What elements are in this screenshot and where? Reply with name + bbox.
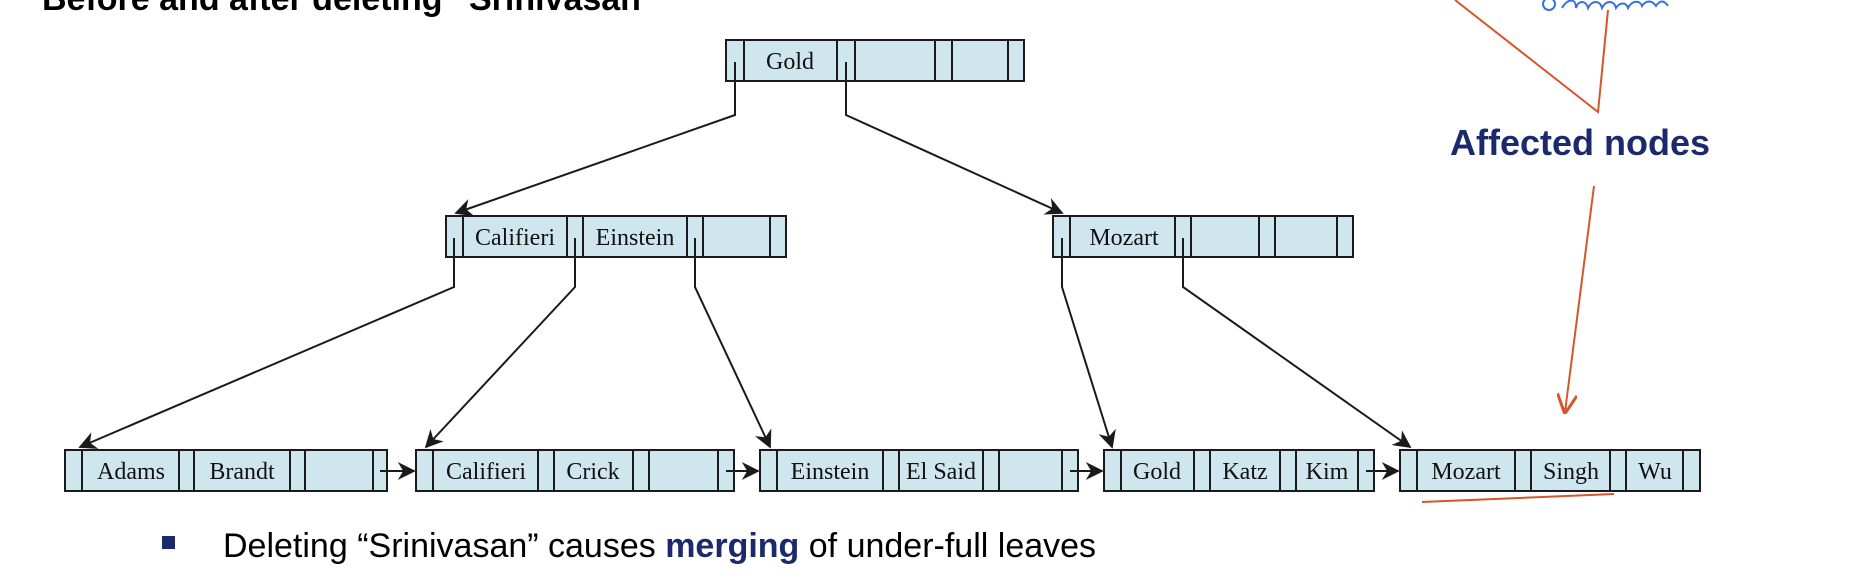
annotation-pointer-lines <box>1454 0 1609 114</box>
root-key-1: Gold <box>766 49 814 75</box>
edge-internal-2-to-leaf-5 <box>1182 238 1412 449</box>
leaf-1-key-1: Adams <box>97 459 165 485</box>
leaf-5-key-2: Singh <box>1543 459 1599 485</box>
leaf-2-key-2: Crick <box>566 459 619 485</box>
bullet-text-emphasis: merging <box>665 527 800 565</box>
leaf-3-key-2: El Said <box>906 459 976 485</box>
internal-2-key-1: Mozart <box>1089 225 1159 251</box>
edge-root-to-internal-2 <box>845 62 1064 215</box>
edge-internal-1-to-leaf-1 <box>78 238 455 449</box>
affected-nodes-label: Affected nodes <box>1450 122 1711 163</box>
annotation-arrow-to-leaf <box>1565 185 1595 412</box>
leaf-1-key-2: Brandt <box>209 459 275 485</box>
edge-root-to-internal-1 <box>454 62 736 217</box>
handwritten-note-scribble <box>1542 0 1669 11</box>
edge-internal-2-to-leaf-4 <box>1061 238 1116 449</box>
internal-1-key-1: Califieri <box>475 225 555 251</box>
leaf-node-4: Gold Katz Kim <box>1103 449 1375 492</box>
leaf-4-key-2: Katz <box>1222 459 1267 485</box>
leaf-node-2: Califieri Crick <box>415 449 735 492</box>
bullet-text-suffix: of under-full leaves <box>799 527 1097 565</box>
internal-node-2: Mozart <box>1052 215 1354 258</box>
leaf-5-key-3: Wu <box>1638 459 1672 485</box>
annotation-underline <box>1421 493 1615 503</box>
bullet-marker <box>162 536 175 549</box>
leaf-5-key-1: Mozart <box>1431 459 1501 485</box>
bullet-text-prefix: Deleting “Srinivasan” causes <box>223 527 666 565</box>
slide-title: Before and after deleting “Srinivasan” <box>42 0 658 19</box>
leaf-4-key-3: Kim <box>1306 459 1349 485</box>
edge-internal-1-to-leaf-3 <box>694 238 772 449</box>
internal-1-key-2: Einstein <box>596 225 675 251</box>
leaf-4-key-1: Gold <box>1133 459 1181 485</box>
leaf-2-key-1: Califieri <box>446 459 526 485</box>
internal-node-1: Califieri Einstein <box>445 215 787 258</box>
leaf-node-5: Mozart Singh Wu <box>1399 449 1701 492</box>
leaf-node-3: Einstein El Said <box>759 449 1079 492</box>
bullet-text: Deleting “Srinivasan” causes merging of … <box>223 527 1096 566</box>
edge-internal-1-to-leaf-2 <box>424 238 576 449</box>
root-node: Gold <box>725 39 1025 82</box>
leaf-3-key-1: Einstein <box>791 459 870 485</box>
leaf-node-1: Adams Brandt <box>64 449 388 492</box>
